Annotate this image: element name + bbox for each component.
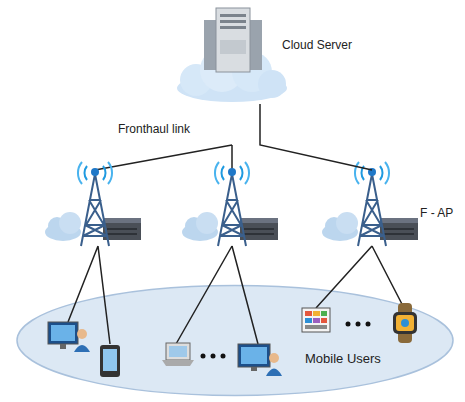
fog-access-point: F - AP <box>322 168 460 252</box>
node-label: Cloud Server <box>282 38 352 52</box>
node-label: Mobile Users <box>305 351 381 366</box>
user-region: Mobile Users <box>15 283 455 398</box>
node-label: F - AP <box>420 206 453 220</box>
cloud-server: Cloud Server <box>175 4 345 106</box>
region-ellipse <box>15 283 455 398</box>
fronthaul-link <box>260 104 372 170</box>
link-label: Fronthaul link <box>118 122 190 136</box>
